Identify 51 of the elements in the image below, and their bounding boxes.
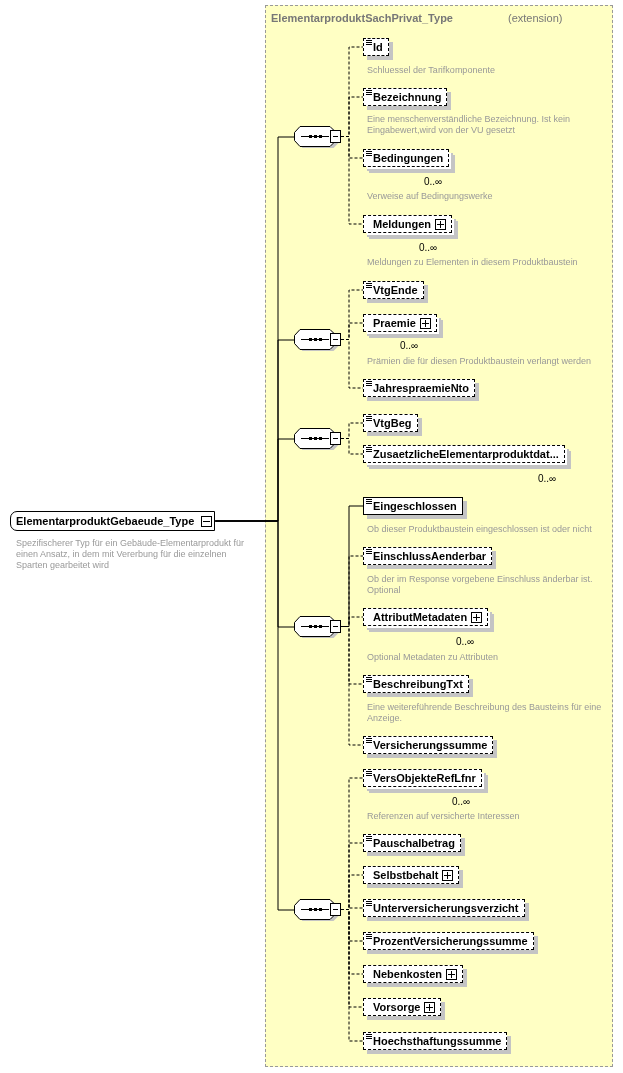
element-name: EinschlussAenderbar: [373, 550, 487, 562]
element-name: AttributMetadaten: [373, 611, 468, 623]
annotation-text: Verweise auf Bedingungswerke: [367, 191, 494, 202]
multiplicity-label: 0..∞: [456, 636, 475, 647]
connector-line: [340, 909, 364, 1042]
element-name: ZusaetzlicheElementarproduktdat...: [373, 448, 559, 460]
annotation-text: Referenzen auf versicherte Interessen: [367, 811, 521, 822]
element-name: BeschreibungTxt: [373, 678, 463, 690]
element-name: Pauschalbetrag: [373, 837, 455, 849]
multiplicity-label: 0..∞: [538, 473, 557, 484]
annotation-text: Eine menschenverständliche Bezeichnung. Ist kein Eingabewert,wird von der VU gesetzt: [367, 114, 572, 136]
annotation-text: Optional Metadaten zu Attributen: [367, 652, 500, 663]
type-name: ElementarproduktGebaeude_Type: [16, 515, 195, 527]
element-name: Bedingungen: [373, 152, 444, 164]
element-name: JahrespraemieNto: [373, 382, 469, 394]
element-name: VersObjekteRefLfnr: [373, 772, 476, 784]
element-name: Nebenkosten: [373, 968, 443, 980]
multiplicity-label: 0..∞: [452, 796, 471, 807]
element-name: Selbstbehalt: [373, 869, 439, 881]
annotation-text: Eine weitereführende Beschreibung des Bausteins für eine Anzeige.: [367, 702, 603, 724]
multiplicity-label: 0..∞: [419, 242, 438, 253]
element-name: VtgEnde: [373, 284, 418, 296]
element-name: Meldungen: [373, 218, 432, 230]
extension-group-box: [265, 5, 613, 1067]
sequence-node: [294, 616, 344, 638]
annotation-text: Ob dieser Produktbaustein eingeschlossen ist oder nicht: [367, 524, 593, 535]
element-name: Versicherungssumme: [373, 739, 488, 751]
sequence-node: [294, 126, 344, 148]
sequence-node: [294, 428, 344, 450]
sequence-node: [294, 329, 344, 351]
type-name: ElementarproduktSachPrivat_Type: [271, 12, 453, 24]
multiplicity-label: 0..∞: [400, 340, 419, 351]
annotation-text: Prämien die für diesen Produktbaustein verlangt werden: [367, 356, 593, 367]
extension-label: (extension): [508, 12, 563, 24]
annotation-text: Schluessel der Tarifkomponente: [367, 65, 496, 76]
element-name: Eingeschlossen: [373, 500, 457, 512]
sequence-node: [294, 899, 344, 921]
connector-line: [214, 520, 295, 911]
element-name: Unterversicherungsverzicht: [373, 902, 519, 914]
complex-type-box: [10, 511, 216, 531]
annotation-text: Ob der im Response vorgebene Einschluss änderbar ist. Optional: [367, 574, 594, 596]
element-name: Vorsorge: [373, 1001, 421, 1013]
element-name: Id: [373, 41, 383, 53]
element-name: ProzentVersicherungssumme: [373, 935, 528, 947]
element-name: Praemie: [373, 317, 416, 329]
element-name: VtgBeg: [373, 417, 412, 429]
annotation-text: Meldungen zu Elementen in diesem Produktbaustein: [367, 257, 579, 268]
annotation-text: Spezifischerer Typ für ein Gebäude-Elementarprodukt für einen Ansatz, in dem mit Vererbung für die einzelnen Sparten gearbeitet wird: [16, 538, 245, 571]
multiplicity-label: 0..∞: [424, 176, 443, 187]
element-name: Bezeichnung: [373, 91, 442, 103]
element-name: Hoechsthaftungssumme: [373, 1035, 502, 1047]
